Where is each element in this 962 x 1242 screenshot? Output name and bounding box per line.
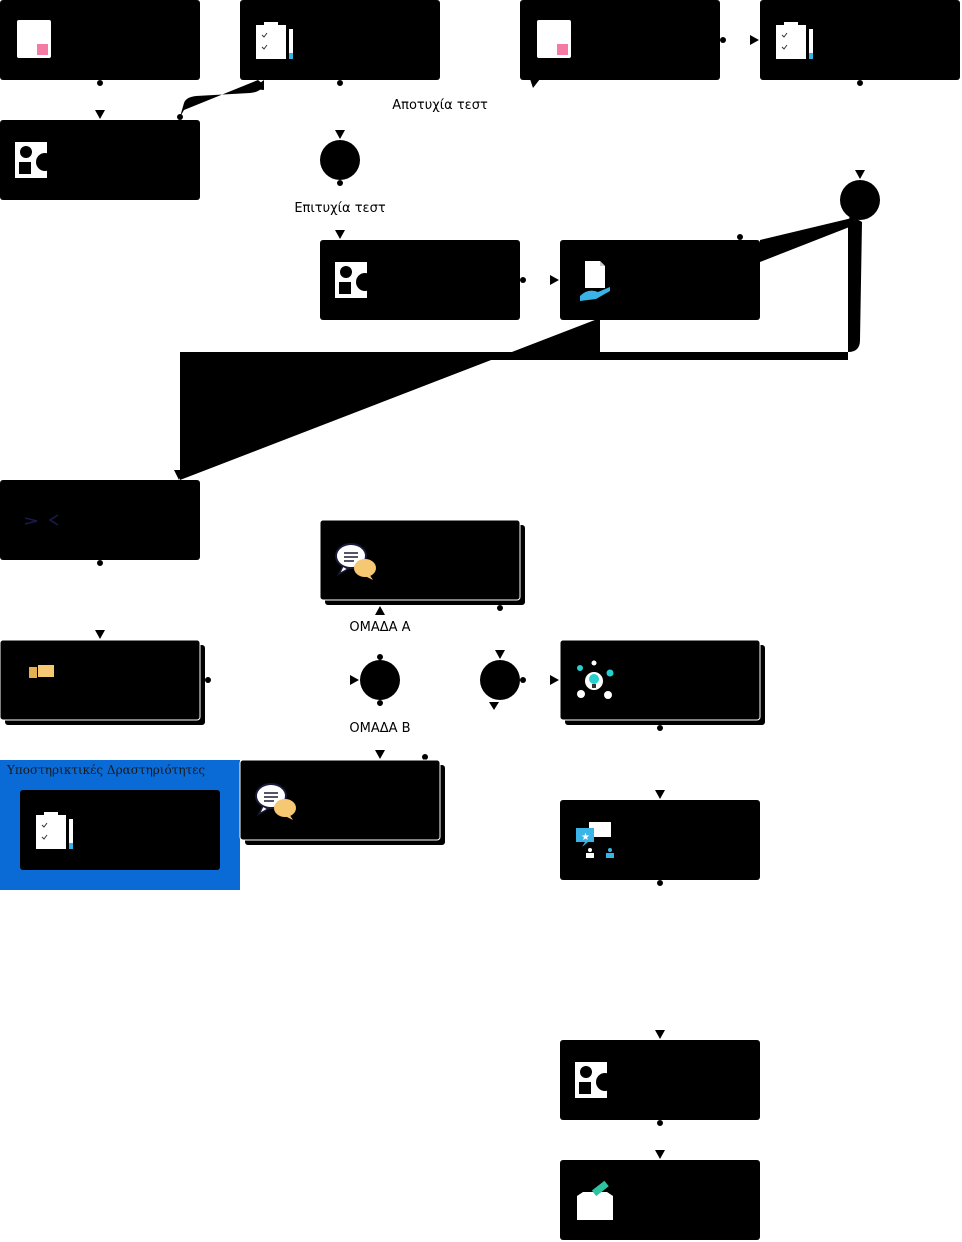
- presentation-icon: ★: [576, 822, 614, 858]
- document-icon: [17, 20, 51, 58]
- connector-dot: [657, 725, 663, 731]
- arrowhead: [550, 675, 559, 685]
- task-node[interactable]: [560, 1160, 760, 1240]
- arrowhead: [855, 170, 865, 179]
- edge-label-group-b: ΟΜΑΔΑ Β: [349, 721, 410, 736]
- support-group-title: Υποστηρικτικές Δραστηριότητες: [6, 763, 205, 777]
- arrowhead: [495, 650, 505, 659]
- document-icon: [537, 20, 571, 58]
- gateway-split[interactable]: [360, 660, 400, 700]
- arrowhead: [550, 275, 559, 285]
- connector-dot: [422, 754, 428, 760]
- arrowhead: [655, 790, 665, 799]
- connector-dot: [657, 880, 663, 886]
- task-node[interactable]: [559, 639, 765, 725]
- connector-dot: [720, 37, 726, 43]
- arrowhead: [530, 79, 540, 88]
- arrowhead: [335, 130, 345, 139]
- arrowhead: [174, 470, 184, 480]
- connector-line: [180, 80, 263, 117]
- connector-dot: [97, 560, 103, 566]
- task-node[interactable]: [319, 519, 525, 605]
- code-icon: [24, 514, 59, 526]
- arrowhead: [375, 606, 385, 615]
- arrowhead: [655, 1150, 665, 1159]
- task-node[interactable]: [560, 240, 760, 320]
- edge-label-test-success: Επιτυχία τεστ: [294, 201, 385, 216]
- connector-dot: [337, 80, 343, 86]
- connector-dot: [857, 80, 863, 86]
- gateway-merge[interactable]: [480, 660, 520, 700]
- task-node[interactable]: [760, 0, 960, 80]
- edge-label-test-fail: Αποτυχία τεστ: [392, 98, 488, 113]
- connectors: [95, 35, 865, 1159]
- task-node[interactable]: [239, 759, 445, 845]
- task-node[interactable]: [320, 240, 520, 320]
- connector-dot: [520, 677, 526, 683]
- edge-label-group-a: ΟΜΑΔΑ Α: [349, 620, 410, 635]
- arrowhead: [95, 110, 105, 119]
- arrowhead: [375, 750, 385, 759]
- connector-line: [760, 218, 852, 262]
- gateway-loop[interactable]: [840, 180, 880, 220]
- lightbulb-network-icon: [577, 660, 614, 699]
- gateway-test[interactable]: [320, 140, 360, 180]
- task-node[interactable]: [0, 120, 200, 200]
- document-hand-icon: [580, 261, 610, 301]
- arrowhead: [489, 702, 499, 710]
- task-node[interactable]: [0, 639, 205, 725]
- ballot-box-icon: [577, 1180, 613, 1220]
- connector-dot: [377, 654, 383, 660]
- folder-icon: [29, 665, 54, 678]
- connector-line: [180, 318, 600, 480]
- task-node[interactable]: [240, 0, 440, 80]
- connector-dot: [497, 605, 503, 611]
- task-node[interactable]: [560, 1040, 760, 1120]
- task-node[interactable]: [20, 790, 220, 870]
- connector-dot: [737, 234, 743, 240]
- connector-dot: [97, 80, 103, 86]
- connector-dot: [205, 677, 211, 683]
- connector-dot: [377, 700, 383, 706]
- arrowhead: [655, 1030, 665, 1039]
- task-node[interactable]: ★: [560, 800, 760, 880]
- task-node[interactable]: [520, 0, 720, 80]
- connector-dot: [337, 180, 343, 186]
- arrowhead: [252, 80, 264, 90]
- svg-text:★: ★: [581, 832, 590, 843]
- connector-dot: [520, 277, 526, 283]
- arrowhead: [95, 630, 105, 639]
- connector-dot: [657, 1120, 663, 1126]
- task-node[interactable]: [0, 480, 200, 560]
- arrowhead: [350, 675, 359, 685]
- arrowhead: [750, 35, 759, 45]
- arrowhead: [335, 230, 345, 239]
- task-node[interactable]: [0, 0, 200, 80]
